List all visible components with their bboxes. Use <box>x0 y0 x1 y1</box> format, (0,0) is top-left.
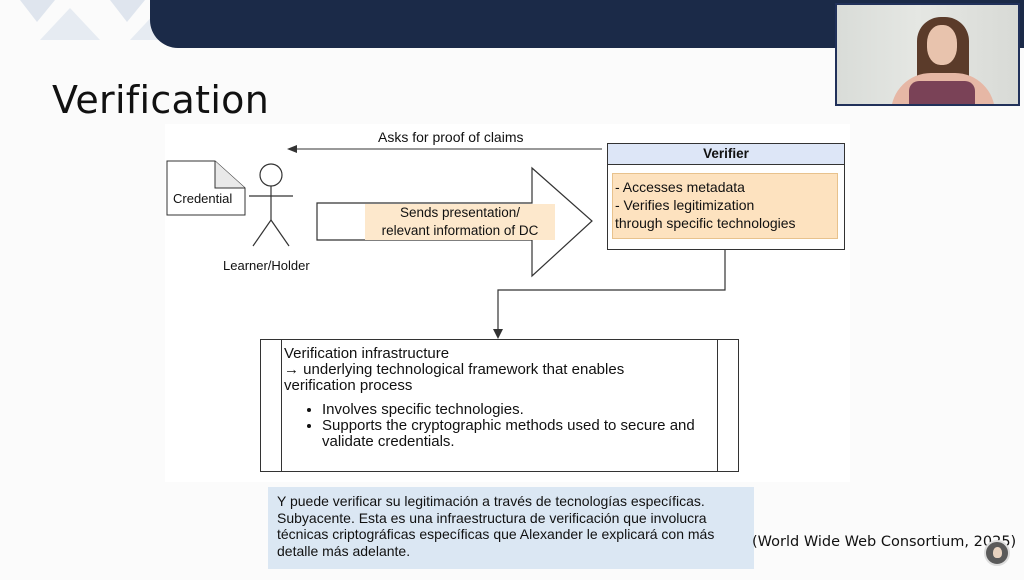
asks-label: Asks for proof of claims <box>378 129 524 145</box>
infrastructure-bullets: Involves specific technologies. Supports… <box>284 402 714 450</box>
credential-label: Credential <box>173 191 233 206</box>
verifier-details: - Accesses metadata - Verifies legitimiz… <box>612 173 838 239</box>
infrastructure-text: Verification infrastructure → underlying… <box>284 346 714 450</box>
verifier-box: - Accesses metadata - Verifies legitimiz… <box>607 165 845 250</box>
bullet-item: Supports the cryptographic methods used … <box>322 418 714 450</box>
slide-title: Verification <box>52 78 270 122</box>
holder-label: Learner/Holder <box>223 258 310 273</box>
verification-infrastructure-box: Verification infrastructure → underlying… <box>260 339 739 472</box>
connector-line <box>497 250 726 332</box>
bullet-item: Involves specific technologies. <box>322 402 714 418</box>
presenter-avatar-badge <box>984 540 1010 566</box>
asks-arrowhead <box>287 145 297 153</box>
webcam-video-feed <box>835 3 1020 106</box>
sends-label: Sends presentation/ relevant information… <box>365 204 555 240</box>
holder-figure-icon <box>249 163 293 247</box>
presenter-face <box>927 25 957 65</box>
subtitle-caption: Y puede verificar su legitimación a trav… <box>268 487 754 569</box>
citation-text: (World Wide Web Consortium, 2025) <box>752 534 1017 550</box>
connector-arrowhead <box>493 329 503 339</box>
verifier-header: Verifier <box>607 143 845 165</box>
verification-diagram: Credential Learner/Holder Asks for proof… <box>165 124 850 482</box>
